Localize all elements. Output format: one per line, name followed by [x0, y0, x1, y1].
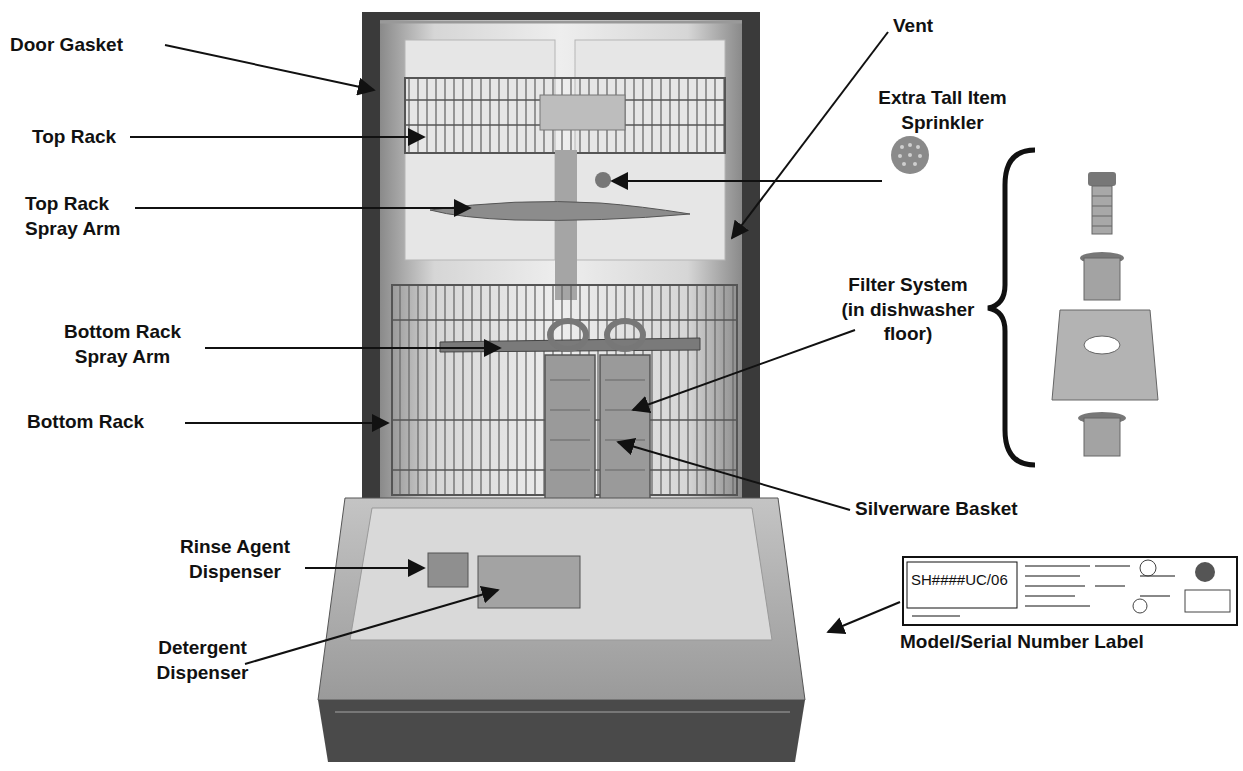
spray-tube [555, 150, 577, 300]
part-label: Silverware Basket [855, 497, 1095, 522]
part-label: Top Rack Spray Arm [25, 192, 135, 241]
model-number-text: SH####UC/06 [911, 570, 1015, 590]
bracket [988, 150, 1035, 465]
part-label: Bottom Rack Spray Arm [55, 320, 190, 369]
part-label: Extra Tall Item Sprinkler [878, 86, 1007, 135]
leader-lines [130, 32, 900, 664]
rinse-dispenser [428, 553, 468, 587]
detergent-dispenser [478, 556, 580, 608]
part-label: Filter System (in dishwasher floor) [838, 273, 978, 347]
part-label: Detergent Dispenser [145, 636, 260, 685]
top-spray-arm [430, 202, 690, 221]
top-rack [405, 78, 725, 153]
silverware-basket [545, 321, 650, 505]
part-label: Door Gasket [10, 33, 170, 58]
dishwasher-body [362, 12, 760, 504]
sprinkler-port [595, 172, 611, 188]
part-label: Top Rack [32, 125, 152, 150]
part-label: Bottom Rack [27, 410, 177, 435]
part-label: Rinse Agent Dispenser [165, 535, 305, 584]
open-door [318, 498, 805, 762]
filter-parts [1052, 172, 1158, 456]
serial-label-plate [903, 557, 1237, 625]
part-label: Model/Serial Number Label [900, 630, 1220, 655]
sprinkler-part [891, 136, 929, 174]
part-label: Vent [893, 14, 973, 39]
